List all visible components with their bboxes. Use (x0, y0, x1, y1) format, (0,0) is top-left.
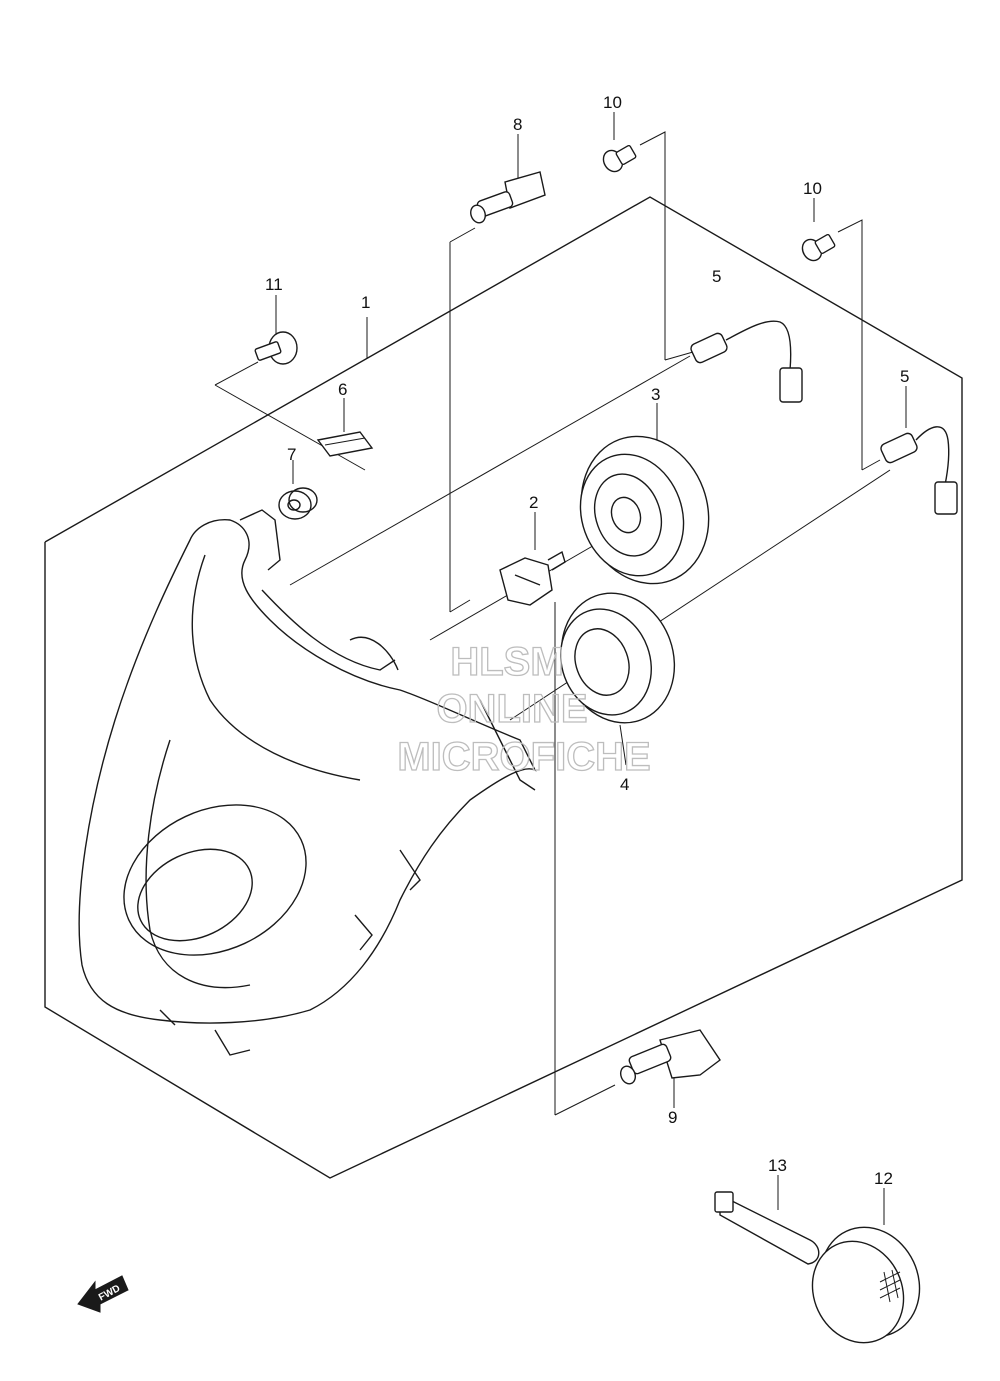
callout-5-upper: 5 (712, 267, 721, 286)
callout-11: 11 (265, 275, 283, 294)
watermark: HLSM ONLINE MICROFICHE (397, 639, 652, 779)
callout-4: 4 (620, 775, 629, 794)
watermark-line-1: HLSM (450, 640, 563, 684)
cap-hatch (879, 1269, 901, 1303)
callout-12: 12 (874, 1169, 893, 1188)
part-12-cap (811, 1226, 921, 1344)
part-5-position-bulb-right (880, 426, 958, 515)
callout-6: 6 (338, 380, 347, 399)
watermark-line-2: ONLINE (436, 687, 587, 731)
callout-8: 8 (513, 115, 522, 134)
part-6-sponge (316, 431, 374, 457)
callout-13: 13 (768, 1156, 787, 1175)
part-11-screw (254, 331, 298, 365)
headlamp-housing (78, 509, 537, 1056)
part-3-reflector (579, 435, 710, 585)
callout-3: 3 (651, 385, 660, 404)
callout-10-right: 10 (803, 179, 822, 198)
part-2-socket (499, 550, 566, 606)
forward-direction-arrow: FWD (77, 1275, 129, 1313)
part-8-headlamp-bulb (470, 171, 546, 224)
part-10-bulb-top (602, 144, 637, 173)
arrow-left-icon (77, 1275, 129, 1313)
part-13-pin (714, 1191, 820, 1265)
part-7-grommet (278, 487, 318, 520)
callout-2: 2 (529, 493, 538, 512)
callout-9: 9 (668, 1108, 677, 1127)
assembly-frame (44, 196, 963, 1179)
part-10-bulb-right (801, 233, 836, 262)
callout-5-right: 5 (900, 367, 909, 386)
callout-labels: 1 2 3 4 5 5 6 7 8 9 10 10 11 12 13 (265, 93, 909, 1188)
watermark-line-3: MICROFICHE (397, 735, 650, 779)
part-9-headlamp-bulb (619, 1029, 721, 1085)
callout-1: 1 (361, 293, 370, 312)
callout-10-top: 10 (603, 93, 622, 112)
direction-label: FWD (97, 1283, 122, 1303)
part-5-position-bulb-upper (690, 320, 803, 403)
callout-7: 7 (287, 445, 296, 464)
part-4-reflector (560, 592, 676, 724)
